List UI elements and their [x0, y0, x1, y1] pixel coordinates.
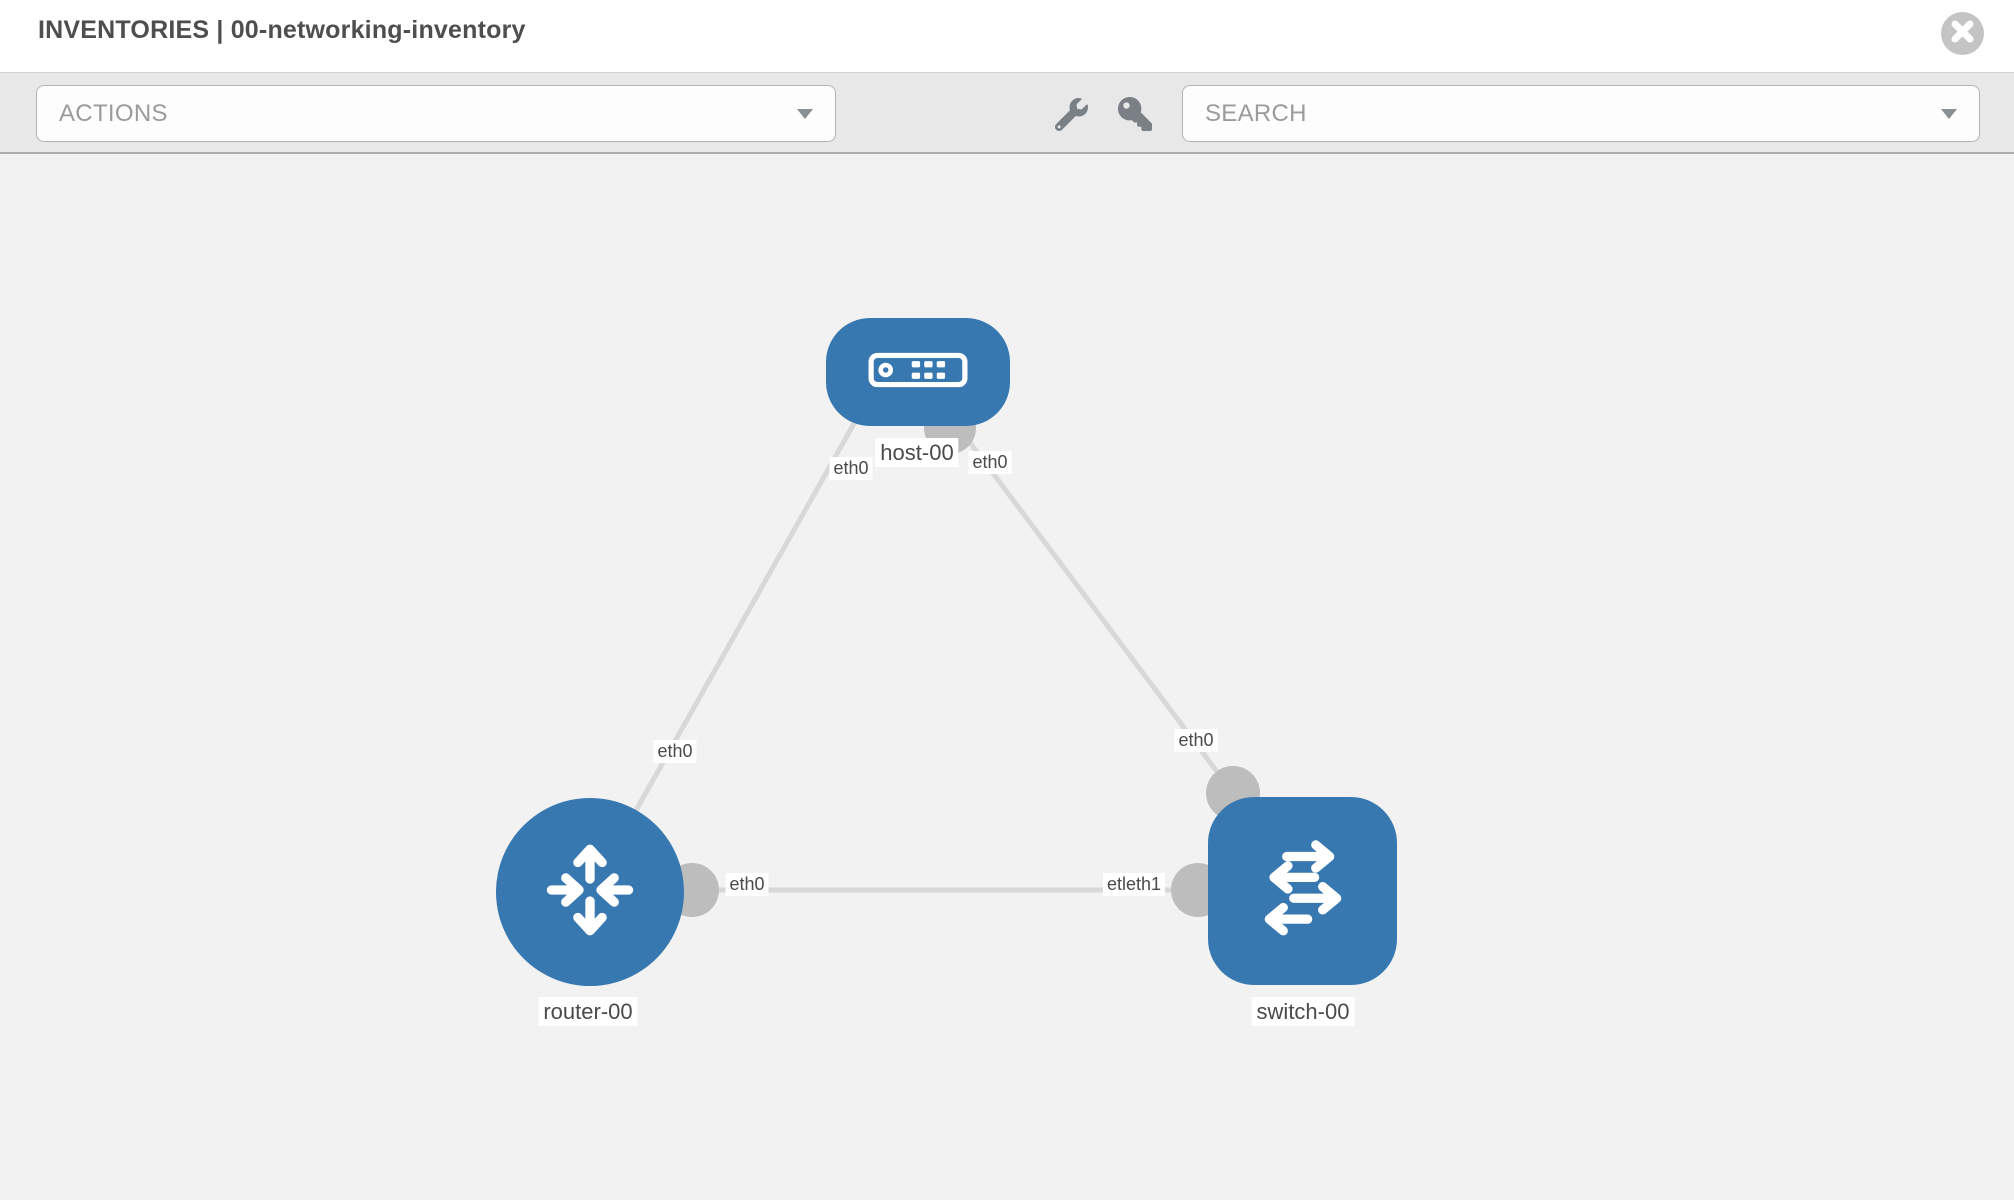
node-label-host: host-00 — [875, 438, 959, 468]
close-button[interactable] — [1941, 12, 1984, 55]
interface-label-host-to-router: eth0 — [829, 457, 873, 480]
interface-label-switch-to-router: etleth1 — [1102, 873, 1166, 896]
key-icon — [1118, 97, 1152, 131]
node-label-switch: switch-00 — [1251, 997, 1355, 1027]
switch-icon — [1245, 831, 1361, 952]
node-label-router: router-00 — [538, 997, 638, 1027]
interface-label-router-to-host: eth0 — [653, 740, 697, 763]
interface-label-host-to-switch: eth0 — [968, 451, 1012, 474]
toolbar: ACTIONS SEARCH — [0, 72, 2014, 154]
topology-canvas[interactable]: host-00 router-00 switch-00 eth0 eth0 et… — [0, 154, 2014, 1200]
actions-dropdown[interactable]: ACTIONS — [36, 85, 836, 142]
panel-header: INVENTORIES | 00-networking-inventory — [0, 0, 2014, 72]
close-icon — [1941, 10, 1984, 58]
topology-links-layer — [587, 402, 1260, 917]
node-host-00[interactable] — [826, 318, 1010, 426]
chevron-down-icon — [797, 108, 813, 119]
chevron-down-icon — [1941, 108, 1957, 119]
node-router-00[interactable] — [496, 798, 684, 986]
switch-icon-node[interactable] — [1208, 797, 1397, 985]
search-dropdown[interactable]: SEARCH — [1182, 85, 1980, 142]
interface-label-switch-to-host: eth0 — [1174, 729, 1218, 752]
actions-dropdown-label: ACTIONS — [59, 99, 168, 127]
host-icon — [868, 352, 968, 393]
interface-label-router-to-switch: eth0 — [725, 873, 769, 896]
page-title: INVENTORIES | 00-networking-inventory — [38, 16, 526, 44]
router-icon — [535, 835, 645, 950]
credential-button[interactable] — [1115, 94, 1155, 134]
search-dropdown-label: SEARCH — [1205, 99, 1307, 127]
wrench-icon — [1054, 97, 1088, 131]
key-manage-button[interactable] — [1051, 94, 1091, 134]
